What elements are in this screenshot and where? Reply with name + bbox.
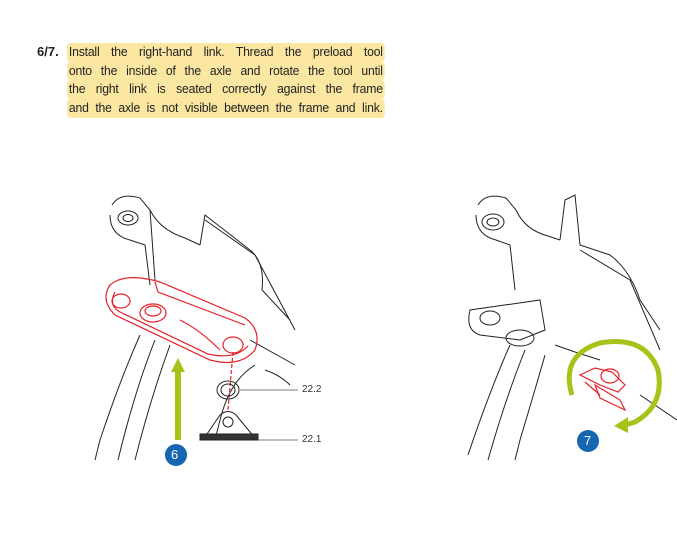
step-number: 6/7.: [37, 44, 59, 59]
preload-tool-installed: [578, 367, 627, 412]
washer-part: [216, 380, 298, 400]
instruction-line: onto the inside of the axle and rotate t…: [67, 61, 385, 81]
right-frame-drawing: [467, 194, 677, 461]
callout-preload-tool: 22.1: [302, 434, 322, 445]
instruction-line: Install the right-hand link. Thread the …: [67, 43, 385, 62]
right-hand-link-part: [105, 277, 258, 411]
step-badge-6-label: 6: [171, 447, 179, 462]
step-badge-7: [577, 430, 599, 452]
instruction-line: the right link is seated correctly again…: [67, 80, 385, 100]
step-badge-6: [165, 444, 187, 466]
step-badge-7-label: 7: [584, 433, 592, 448]
instruction-line: and the axle is not visible between the …: [67, 99, 385, 118]
green-up-arrow: [171, 358, 185, 440]
left-frame-drawing: [94, 195, 296, 461]
preload-tool-part: [199, 411, 298, 441]
callout-washer: 22.2: [302, 384, 322, 395]
green-rotate-arrow: [566, 339, 662, 433]
